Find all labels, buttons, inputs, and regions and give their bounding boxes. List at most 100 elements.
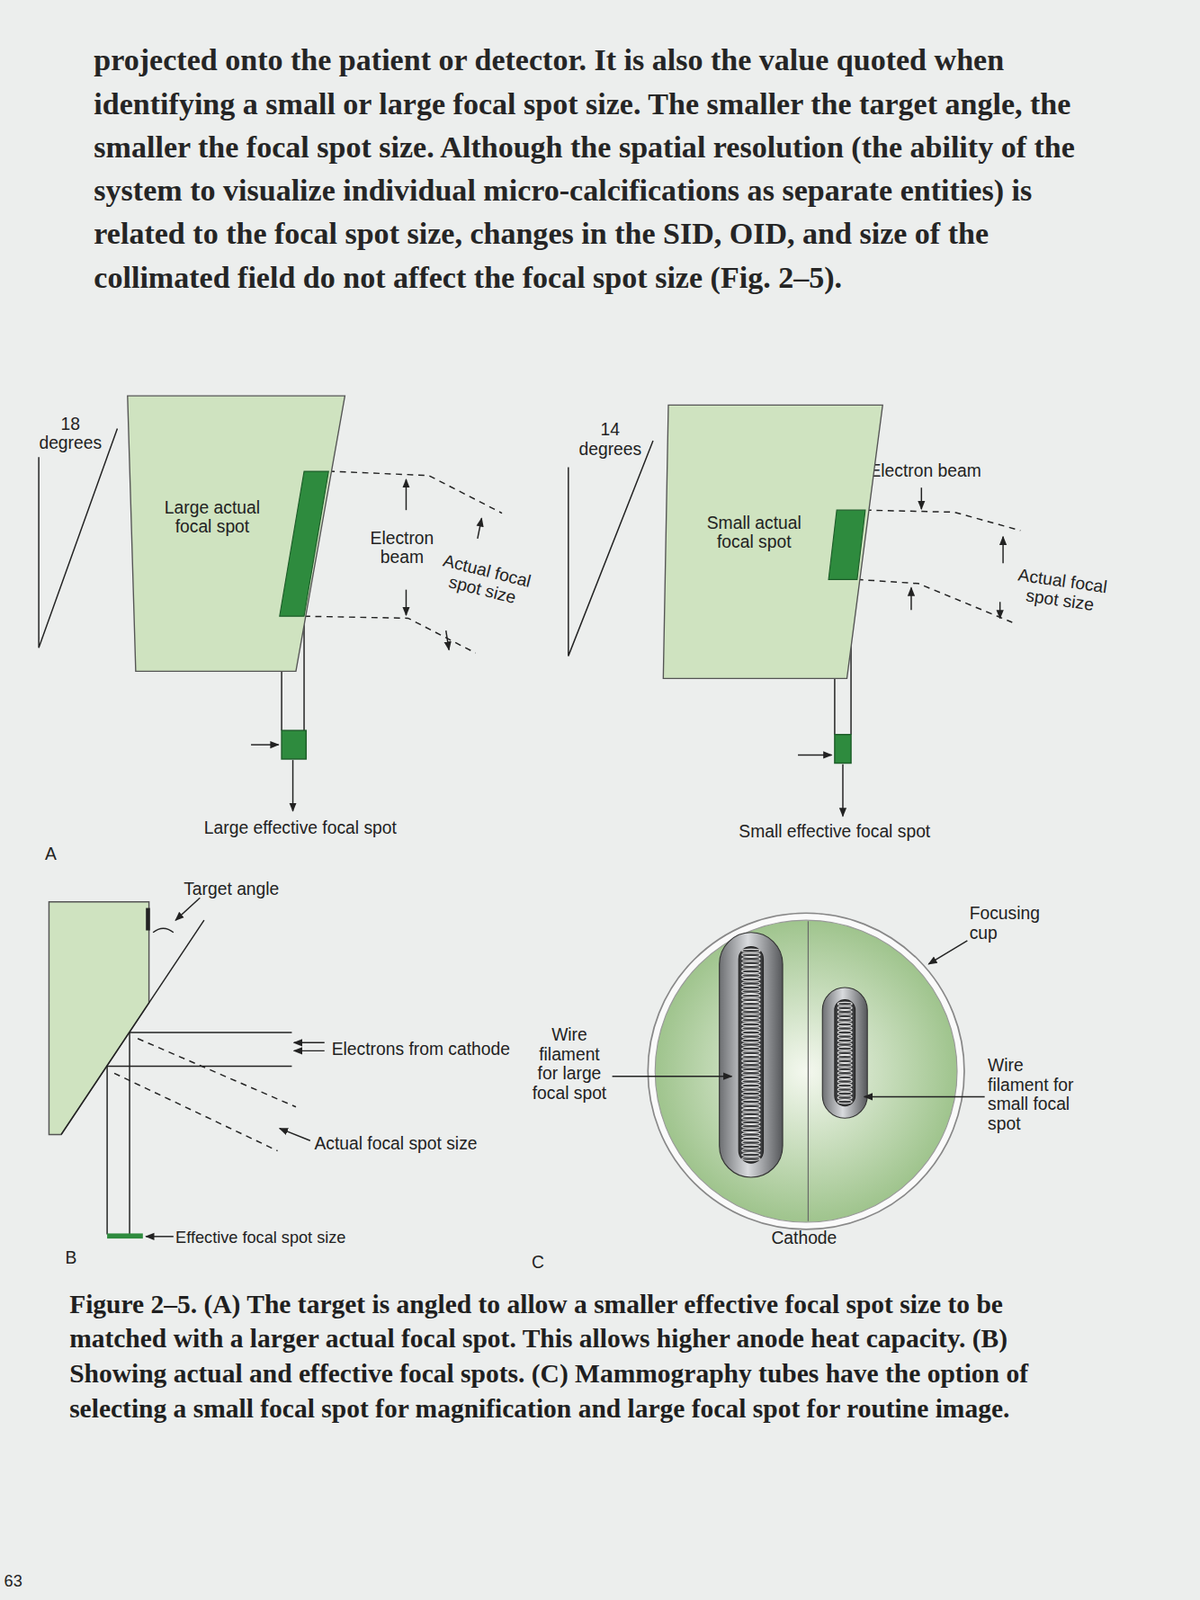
anode-outline: [127, 395, 346, 672]
part-label: Wire filament for large focal spot: [526, 1025, 612, 1103]
arrow: [477, 518, 483, 539]
part-label: Wire filament for small focal spot: [987, 1056, 1080, 1134]
dashed-line: [114, 1073, 278, 1151]
coil-winding: [742, 1010, 761, 1014]
dimension-label: Actual focal spot size: [425, 547, 545, 613]
coil-winding: [837, 1075, 852, 1080]
anode-target: Large actual focal spot: [127, 395, 348, 674]
coil-winding: [742, 1153, 761, 1157]
coil-winding: [742, 977, 761, 982]
coil-winding: [742, 1055, 761, 1059]
coil-winding: [837, 1063, 852, 1067]
coil-winding: [742, 1145, 761, 1149]
coil-winding: [742, 1067, 761, 1072]
figure-caption: Figure 2–5. (A) The target is angled to …: [69, 1288, 1039, 1427]
coil-winding: [742, 1043, 761, 1048]
coil-winding: [837, 1055, 852, 1059]
page-number: 63: [4, 1571, 45, 1592]
coil-winding: [742, 1063, 761, 1067]
coil-winding: [742, 1141, 761, 1146]
body-paragraph: projected onto the patient or detector. …: [93, 38, 1125, 299]
arrow: [921, 487, 923, 510]
arrow: [405, 479, 407, 511]
coil-winding: [742, 1133, 761, 1138]
angle-wedge: [568, 440, 654, 656]
arrow: [446, 630, 449, 651]
coil-winding: [742, 949, 761, 953]
angle-label: 14 degrees: [569, 420, 652, 459]
coil-winding: [742, 969, 761, 974]
coil-winding: [742, 1030, 761, 1035]
leader: [612, 1075, 733, 1077]
coil-winding: [837, 1027, 852, 1031]
dimension-label: Actual focal spot size: [1002, 564, 1120, 618]
coil-winding: [742, 966, 761, 970]
coil-winding: [837, 1096, 852, 1101]
coil-winding: [742, 1092, 761, 1096]
electron-line: [129, 1031, 292, 1033]
leader: [928, 940, 968, 965]
angle-arc: [152, 928, 174, 933]
coil-winding: [742, 1108, 761, 1112]
part-label: Electron beam: [868, 461, 1012, 482]
coil-winding: [837, 1030, 852, 1035]
arrow: [841, 764, 843, 817]
arrow: [797, 754, 832, 756]
coil-winding: [742, 1104, 761, 1109]
coil-winding: [742, 1014, 761, 1019]
coil-winding: [837, 1051, 852, 1056]
anode-outline: [662, 404, 883, 679]
coil-winding: [742, 1116, 761, 1120]
coil-winding: [742, 1128, 761, 1133]
arrow: [279, 1128, 311, 1142]
arrow: [999, 601, 1001, 618]
coil-winding: [742, 1035, 761, 1039]
dashed-line: [865, 510, 1021, 531]
effective-focal-spot: [834, 734, 851, 764]
coil-winding: [837, 1019, 852, 1023]
anode-target: [48, 902, 149, 1136]
filament-slot: [822, 987, 868, 1119]
coil-winding: [742, 953, 761, 958]
coil-winding: [742, 957, 761, 961]
node-outline: [645, 918, 967, 1239]
panel-letter: A: [44, 844, 76, 865]
arrow: [145, 1235, 174, 1237]
filament-slot: [719, 932, 783, 1178]
actual-focal-spot: [279, 471, 329, 617]
tick: [145, 908, 151, 932]
coil-winding: [742, 1072, 761, 1076]
coil-winding: [837, 1043, 852, 1048]
dimension-label: Effective focal spot size: [175, 1227, 380, 1248]
coil-winding: [742, 1137, 761, 1141]
leader: [864, 1096, 986, 1098]
focusing-cup: [654, 920, 958, 1223]
coil-winding: [742, 1019, 761, 1023]
angle-wedge: [38, 428, 117, 648]
coil-winding: [837, 1038, 852, 1043]
part-label: Electrons from cathode: [331, 1039, 537, 1060]
cathode-cup: Cathode: [645, 918, 967, 1239]
arrow: [910, 587, 912, 610]
coil-winding: [742, 1002, 761, 1006]
part-label: Electron beam: [367, 528, 437, 568]
coil-winding: [742, 1088, 761, 1093]
dashed-line: [137, 1038, 296, 1108]
coil-winding: [742, 1100, 761, 1104]
beam-line: [303, 616, 305, 731]
coil-winding: [837, 1100, 852, 1104]
coil-winding: [742, 1112, 761, 1117]
coil-winding: [742, 985, 761, 990]
coil-winding: [837, 1083, 852, 1088]
part-label: Cathode: [727, 1228, 881, 1249]
coil-winding: [742, 982, 761, 986]
coil-winding: [742, 1157, 761, 1162]
dashed-line: [857, 579, 1012, 623]
coil-winding: [837, 1014, 852, 1019]
coil-winding: [837, 1022, 852, 1027]
dimension-label: Actual focal spot size: [313, 1134, 498, 1155]
arrow: [405, 590, 407, 616]
dashed-line: [328, 471, 502, 514]
coil-winding: [837, 1035, 852, 1039]
